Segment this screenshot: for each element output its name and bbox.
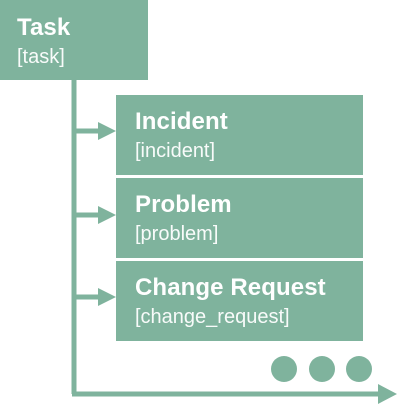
incident-node-table-name: [incident] bbox=[135, 140, 216, 163]
arrowhead-incident-icon bbox=[98, 122, 116, 140]
change-request-node: Change Request [change_request] bbox=[116, 261, 363, 341]
arrowhead-problem-icon bbox=[98, 206, 116, 224]
ellipsis-dot-icon bbox=[346, 356, 372, 382]
ellipsis-dot-icon bbox=[271, 356, 297, 382]
change-request-node-title: Change Request bbox=[135, 274, 326, 301]
arrowhead-bottom-icon bbox=[378, 384, 397, 404]
task-node-title: Task bbox=[17, 14, 71, 41]
change-request-node-table-name: [change_request] bbox=[135, 306, 290, 329]
task-node-table-name: [task] bbox=[17, 46, 65, 69]
ellipsis-dot-icon bbox=[309, 356, 335, 382]
problem-node-table-name: [problem] bbox=[135, 223, 219, 246]
arrowhead-change-icon bbox=[98, 288, 116, 306]
incident-node-title: Incident bbox=[135, 108, 228, 135]
incident-node: Incident [incident] bbox=[116, 95, 363, 175]
problem-node-title: Problem bbox=[135, 191, 232, 218]
problem-node: Problem [problem] bbox=[116, 178, 363, 258]
task-node: Task [task] bbox=[0, 0, 148, 80]
